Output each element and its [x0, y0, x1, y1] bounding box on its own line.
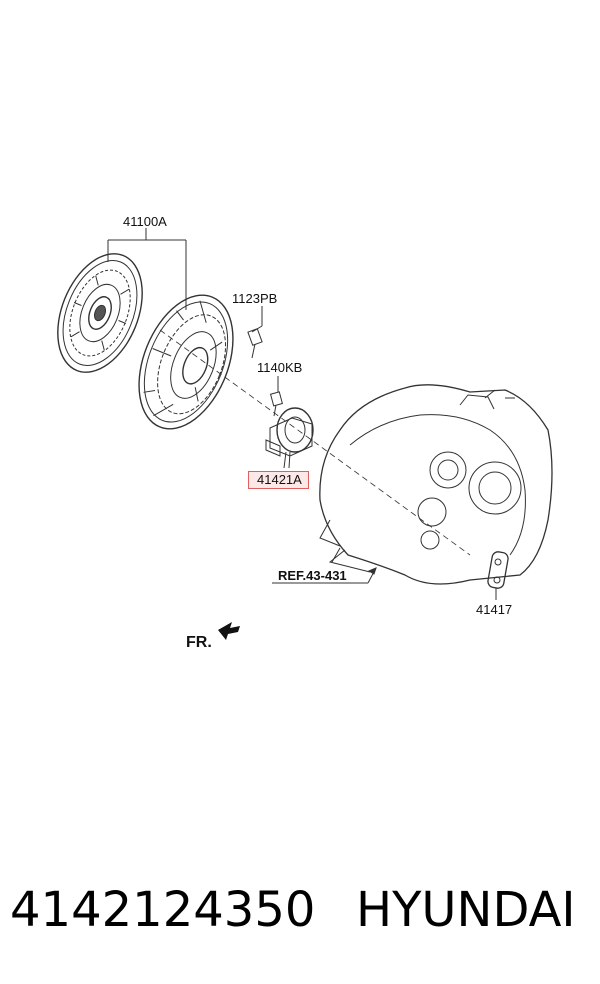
brand-name: HYUNDAI — [356, 882, 576, 938]
label-41100a: 41100A — [123, 214, 167, 229]
release-bearing — [265, 407, 314, 469]
front-arrow-icon — [218, 622, 240, 640]
plate-41417 — [487, 551, 509, 600]
label-ref-43-431: REF.43-431 — [278, 568, 347, 583]
bolt-1123pb — [247, 306, 263, 359]
label-41417: 41417 — [476, 602, 513, 617]
transaxle-housing — [319, 384, 553, 585]
label-41421a-highlighted: 41421A — [248, 471, 309, 489]
pressure-plate — [138, 294, 234, 430]
bolt-1140kb — [269, 376, 283, 417]
part-number: 4142124350 — [10, 882, 316, 938]
label-1140kb: 1140KB — [257, 360, 303, 375]
clutch-disc — [57, 253, 143, 373]
clutch-set-leader — [107, 228, 187, 310]
assembly-axis-line — [159, 329, 471, 556]
label-1123pb: 1123PB — [232, 291, 278, 306]
ref-leader — [272, 567, 377, 584]
label-front: FR. — [186, 634, 212, 651]
